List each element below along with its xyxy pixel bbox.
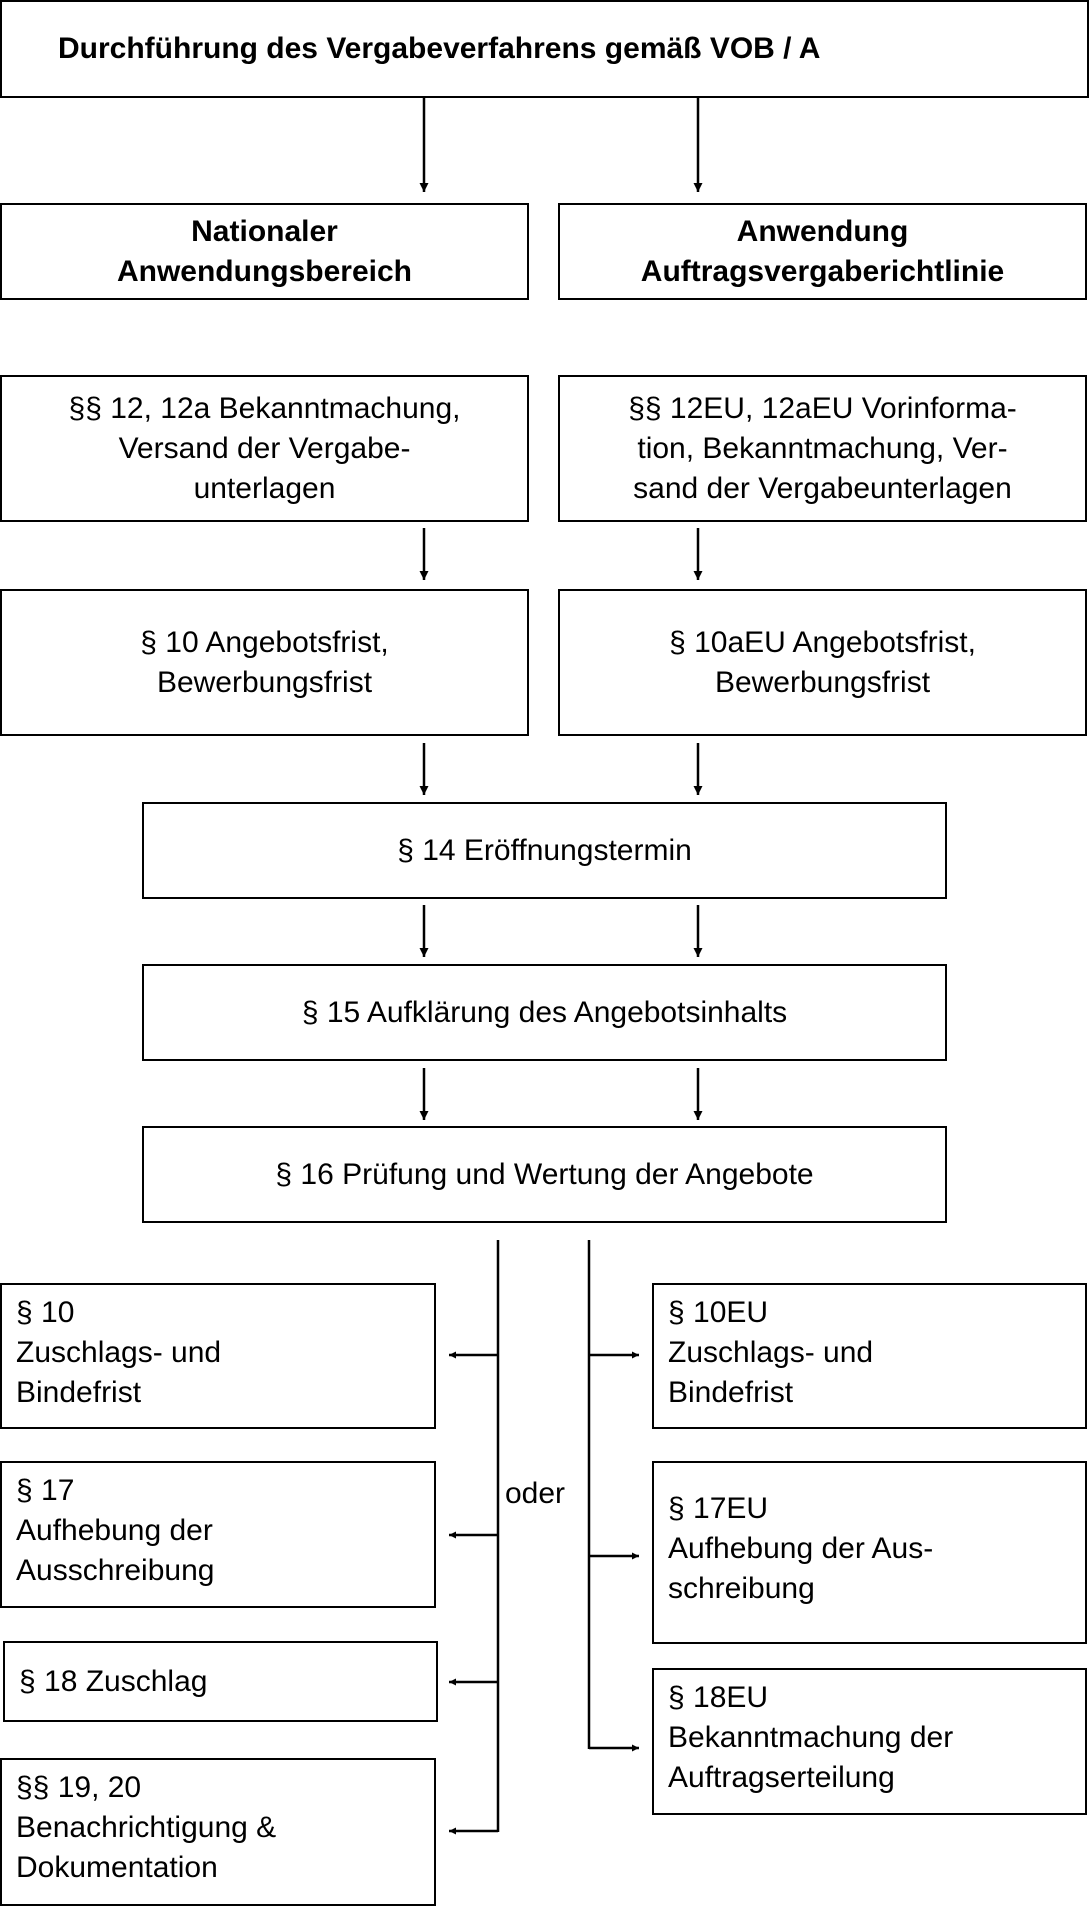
page-title: Durchführung des Vergabeverfahrens gemäß…: [0, 0, 1089, 98]
national-notification-outcome: §§ 19, 20 Benachrichtigung & Dokumentati…: [0, 1758, 436, 1906]
evaluation-step: § 16 Prüfung und Wertung der Angebote: [142, 1126, 947, 1223]
national-cancellation-outcome: § 17 Aufhebung der Ausschreibung: [0, 1461, 436, 1608]
clarification-step: § 15 Aufklärung des Angebotsinhalts: [142, 964, 947, 1061]
national-scope-heading: Nationaler Anwendungsbereich: [0, 203, 529, 300]
national-award-period-outcome: § 10 Zuschlags- und Bindefrist: [0, 1283, 436, 1429]
eu-award-notice-outcome: § 18EU Bekanntmachung der Auftragserteil…: [652, 1668, 1087, 1815]
eu-scope-heading: Anwendung Auftragsvergaberichtlinie: [558, 203, 1087, 300]
national-deadline-step: § 10 Angebotsfrist, Bewerbungsfrist: [0, 589, 529, 736]
national-award-outcome: § 18 Zuschlag: [3, 1641, 438, 1722]
eu-publication-step: §§ 12EU, 12aEU Vorinforma- tion, Bekannt…: [558, 375, 1087, 522]
national-publication-step: §§ 12, 12a Bekanntmachung, Versand der V…: [0, 375, 529, 522]
or-label: oder: [505, 1477, 566, 1510]
eu-deadline-step: § 10aEU Angebotsfrist, Bewerbungsfrist: [558, 589, 1087, 736]
opening-step: § 14 Eröffnungstermin: [142, 802, 947, 899]
eu-cancellation-outcome: § 17EU Aufhebung der Aus- schreibung: [652, 1461, 1087, 1644]
eu-award-period-outcome: § 10EU Zuschlags- und Bindefrist: [652, 1283, 1087, 1429]
